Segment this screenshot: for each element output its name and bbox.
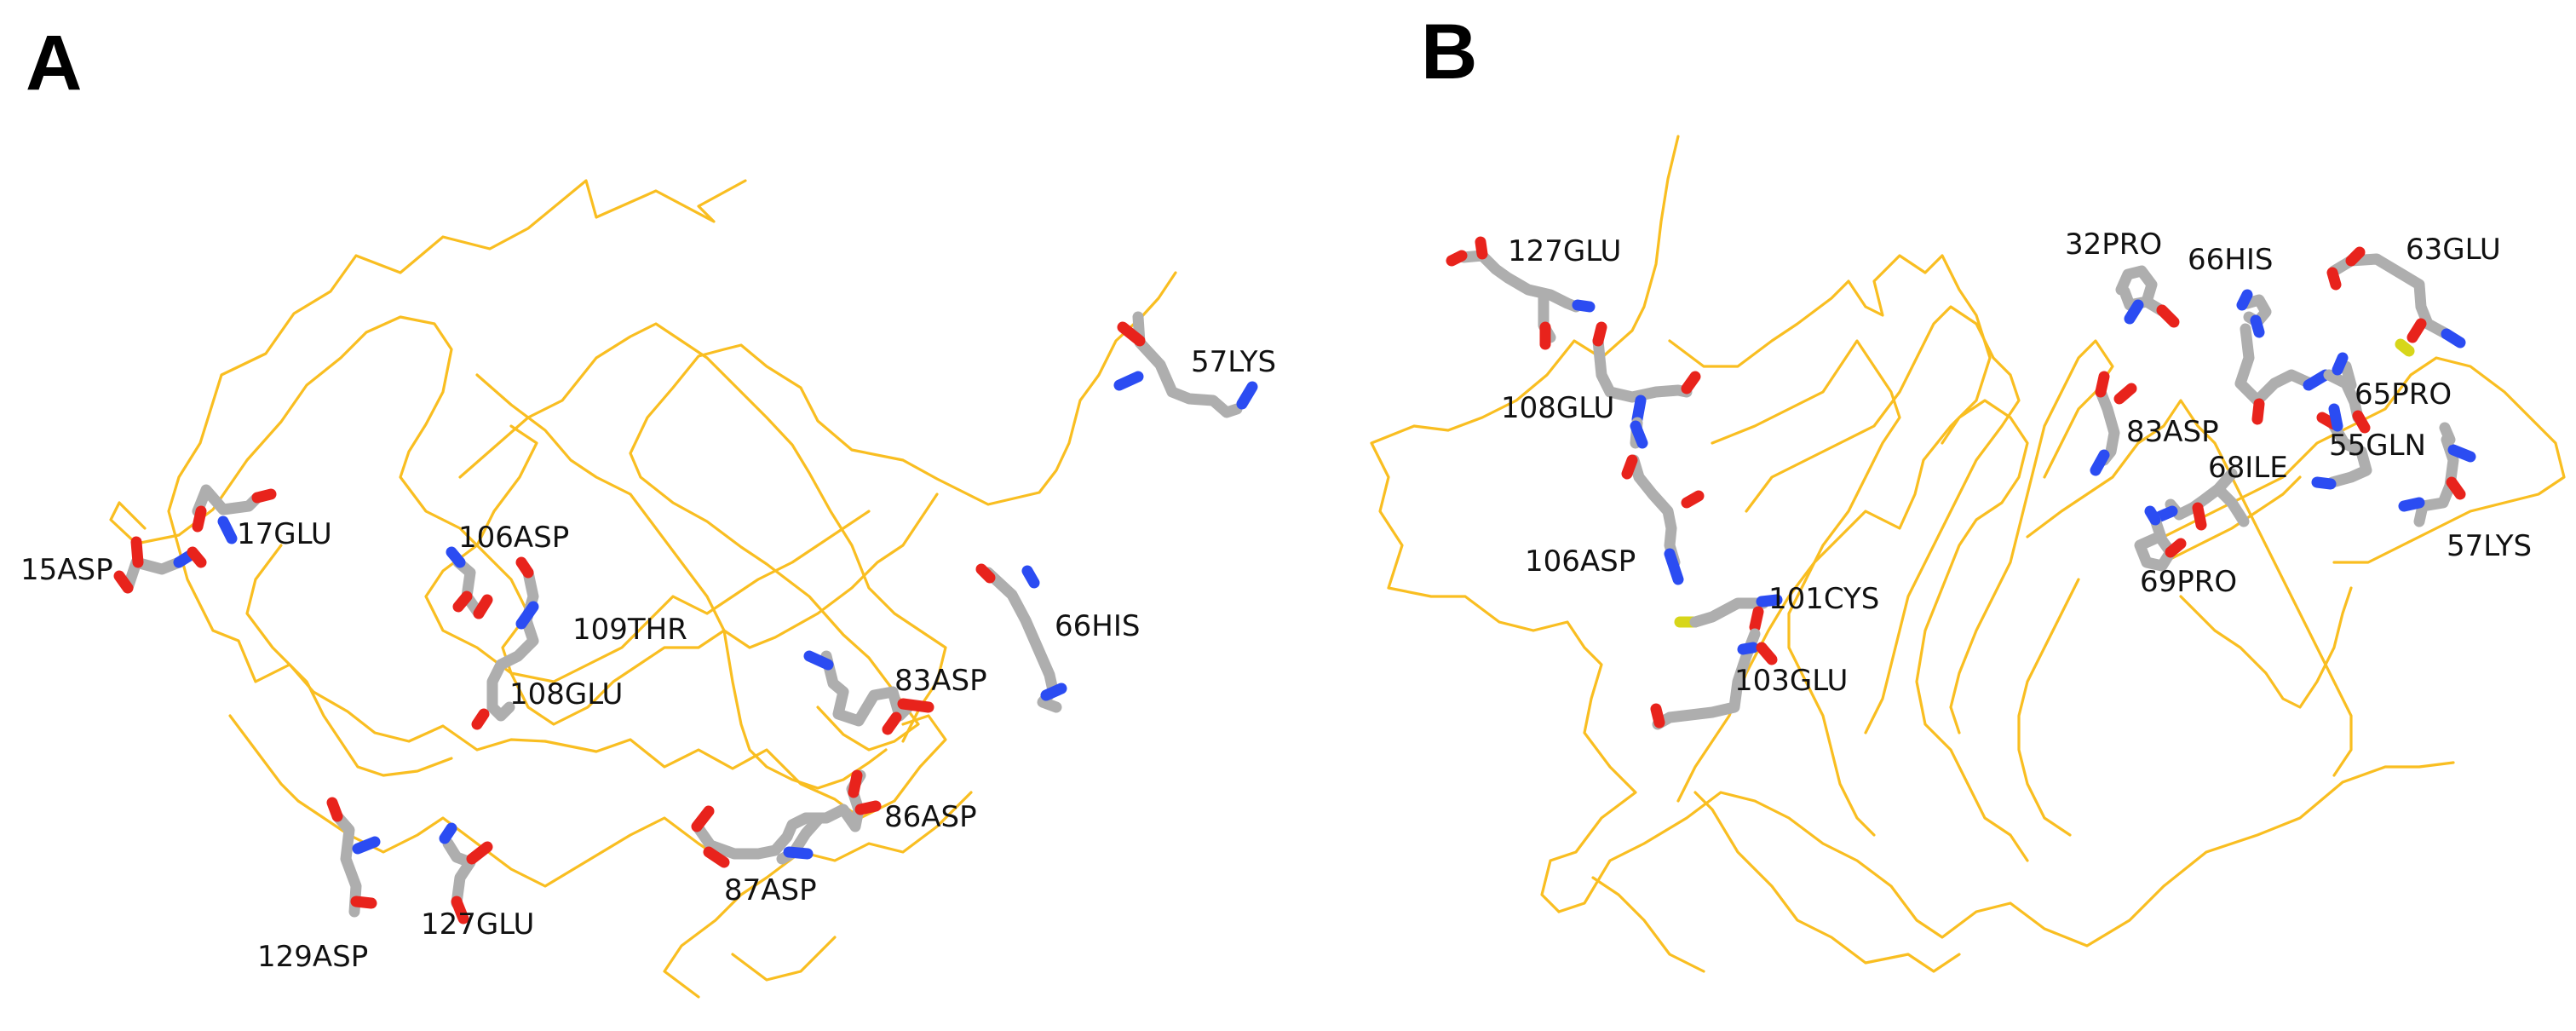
label-127glu-b: 127GLU: [1508, 234, 1621, 268]
label-65pro-b: 65PRO: [2355, 377, 2452, 412]
label-32pro-b: 32PRO: [2065, 228, 2162, 262]
label-86asp-a: 86ASP: [884, 800, 977, 834]
label-129asp-a: 129ASP: [257, 940, 368, 974]
label-15asp-a: 15ASP: [20, 553, 113, 587]
label-69pro-b: 69PRO: [2140, 565, 2237, 599]
label-83asp-a: 83ASP: [894, 664, 987, 698]
panel-b: B: [1370, 9, 2566, 973]
label-57lys-a: 57LYS: [1191, 345, 1276, 379]
label-66his-a: 66HIS: [1055, 609, 1140, 643]
label-83asp-b: 83ASP: [2126, 415, 2219, 449]
label-63glu-b: 63GLU: [2406, 233, 2501, 267]
panel-b-residue-sticks: [1446, 236, 2476, 730]
label-66his-b: 66HIS: [2188, 243, 2273, 277]
label-103glu-b: 103GLU: [1734, 664, 1848, 698]
panel-b-backbone-trace: [1370, 135, 2566, 973]
label-17glu-a: 17GLU: [237, 517, 332, 551]
panel-a-residue-sticks: [113, 311, 1258, 924]
label-57lys-b: 57LYS: [2447, 529, 2532, 563]
label-68ile-b: 68ILE: [2208, 451, 2288, 485]
label-55gln-b: 55GLN: [2329, 429, 2426, 463]
panel-a-letter: A: [26, 20, 82, 107]
label-108glu-b: 108GLU: [1501, 391, 1614, 425]
label-109thr-a: 109THR: [572, 613, 687, 647]
label-106asp-a: 106ASP: [458, 521, 569, 555]
label-108glu-a: 108GLU: [509, 677, 623, 711]
label-101cys-b: 101CYS: [1768, 582, 1879, 616]
panel-b-letter: B: [1421, 9, 1477, 95]
label-87asp-a: 87ASP: [724, 873, 817, 907]
label-127glu-a: 127GLU: [421, 907, 534, 942]
panel-a: A: [20, 20, 1276, 999]
label-106asp-b: 106ASP: [1525, 544, 1636, 579]
panel-a-backbone-trace: [109, 179, 1177, 999]
